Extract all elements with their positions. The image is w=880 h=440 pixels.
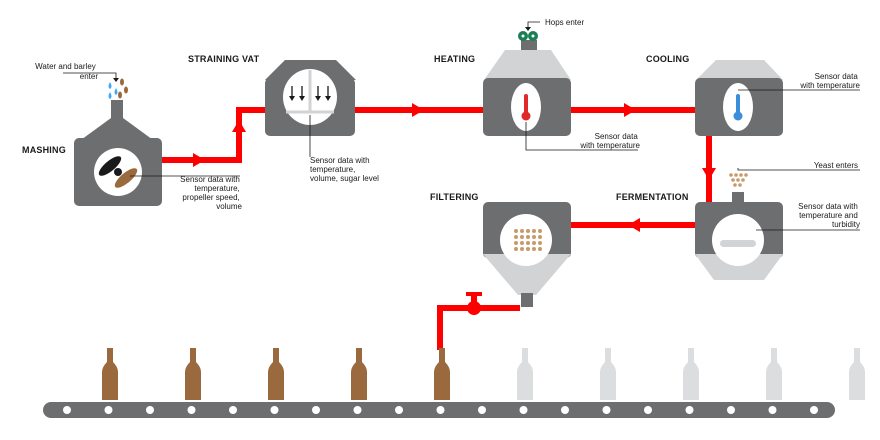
- roller-icon: [644, 406, 652, 414]
- roller-icon: [561, 406, 569, 414]
- flow-arrows: [193, 103, 716, 232]
- yeast-icon: [729, 173, 748, 187]
- flow-arrow-icon: [232, 120, 246, 132]
- flow-arrow-icon: [628, 218, 640, 232]
- straining-vat: [265, 60, 356, 136]
- down-arrow-icon: [289, 86, 331, 101]
- bottle-empty-icon: [766, 348, 782, 400]
- flow-arrow-icon: [702, 168, 716, 180]
- flow-arrow-icon: [193, 153, 205, 167]
- sediment-bar: [720, 240, 756, 247]
- heating-tank: [483, 40, 571, 136]
- roller-icon: [436, 406, 445, 414]
- note-fermentation-sensor: Sensor data with temperature and turbidi…: [798, 202, 860, 229]
- filter-grains-icon: [514, 229, 542, 251]
- thermometer-cold-icon: [733, 94, 743, 121]
- roller-icon: [685, 406, 694, 414]
- valve-icon: [466, 292, 482, 315]
- note-cooling-sensor: Sensor data with temperature: [799, 72, 860, 90]
- stage-label-straining: STRAINING VAT: [188, 54, 260, 64]
- leader-line: [527, 21, 540, 28]
- roller-icon: [187, 406, 196, 414]
- leader-arrow-icon: [113, 78, 119, 82]
- roller-icon: [768, 406, 777, 414]
- filtering-tank: [483, 202, 571, 307]
- leader-line: [63, 72, 117, 79]
- mashing-tank: [74, 100, 162, 206]
- bottles: [102, 348, 865, 400]
- roller-icon: [229, 406, 237, 414]
- roller-icon: [63, 406, 71, 414]
- fermentation-tank: [695, 192, 783, 280]
- leader-line: [525, 122, 638, 151]
- bottle-filled-icon: [434, 348, 450, 400]
- stage-label-fermentation: FERMENTATION: [616, 192, 689, 202]
- bottle-filled-icon: [268, 348, 284, 400]
- note-water-barley: Water and barley enter: [35, 62, 98, 81]
- roller-icon: [602, 406, 611, 414]
- note-yeast: Yeast enters: [814, 161, 858, 170]
- stage-label-heating: HEATING: [434, 54, 475, 64]
- water-and-barley-icon: [108, 78, 128, 99]
- roller-icon: [395, 406, 403, 414]
- stage-label-mashing: MASHING: [22, 145, 66, 155]
- leader-arrow-icon: [525, 27, 531, 31]
- thermometer-hot-icon: [521, 94, 531, 121]
- pipe-mashing-to-straining: [160, 107, 268, 163]
- bottle-filled-icon: [351, 348, 367, 400]
- note-hops: Hops enter: [545, 18, 584, 27]
- roller-icon: [146, 406, 154, 414]
- propeller-icon: [98, 156, 138, 188]
- stage-label-filtering: FILTERING: [430, 192, 479, 202]
- bottle-filled-icon: [102, 348, 118, 400]
- roller-icon: [519, 406, 528, 414]
- roller-icon: [353, 406, 362, 414]
- roller-icon: [810, 406, 818, 414]
- cooling-tank: [695, 60, 783, 136]
- bottle-empty-icon: [600, 348, 616, 400]
- note-heating-sensor: Sensor data with temperature: [579, 132, 640, 150]
- roller-icon: [478, 406, 486, 414]
- bottle-empty-icon: [849, 348, 865, 400]
- roller-icon: [104, 406, 113, 414]
- stage-label-cooling: COOLING: [646, 54, 689, 64]
- leader-line: [737, 168, 860, 171]
- roller-icon: [312, 406, 320, 414]
- flow-arrow-icon: [412, 103, 424, 117]
- roller-icon: [270, 406, 279, 414]
- conveyor-rollers: [63, 406, 818, 414]
- note-mashing-sensor: Sensor data with temperature, propeller …: [180, 175, 242, 211]
- bottle-empty-icon: [683, 348, 699, 400]
- pipe-filtering-to-bottling: [437, 305, 520, 350]
- roller-icon: [727, 406, 735, 414]
- hops-icon: [518, 31, 538, 41]
- bottle-empty-icon: [517, 348, 533, 400]
- note-straining-sensor: Sensor data with temperature, volume, su…: [310, 156, 379, 183]
- bottle-filled-icon: [185, 348, 201, 400]
- flow-arrow-icon: [624, 103, 636, 117]
